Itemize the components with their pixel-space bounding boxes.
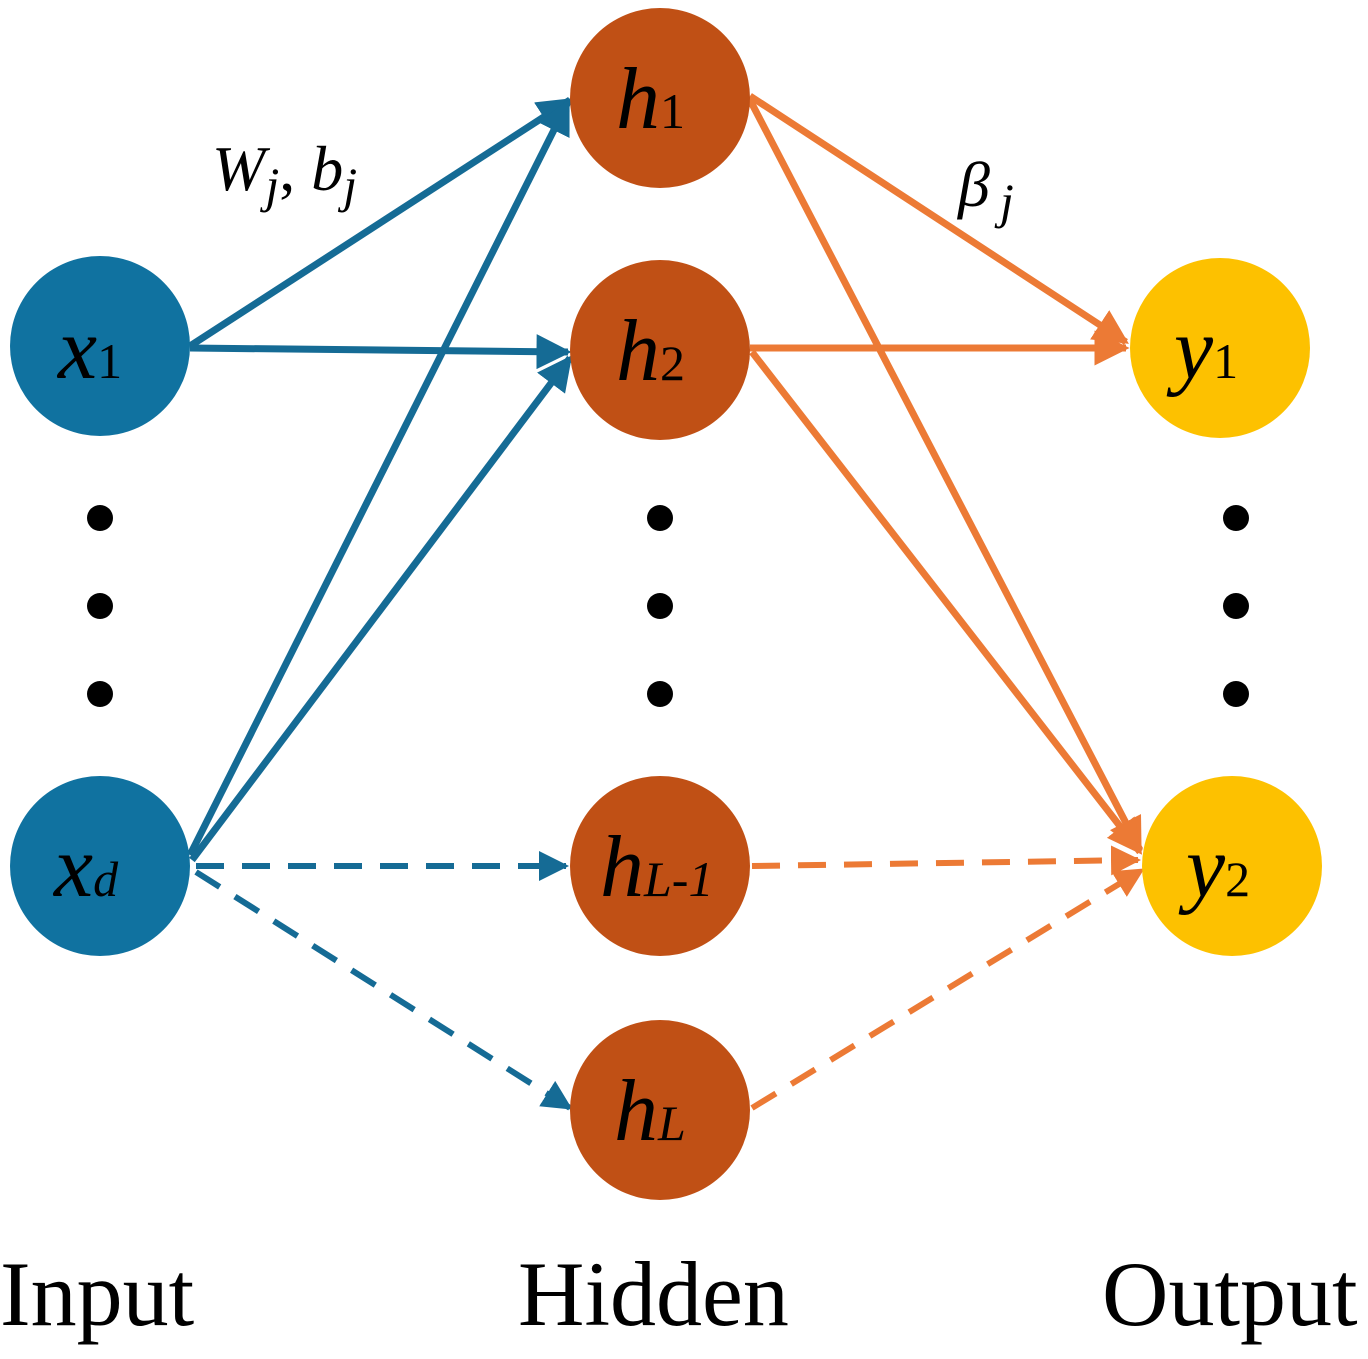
node-y1: y1 <box>1130 258 1310 438</box>
layer-label-hidden: Hidden <box>518 1243 789 1345</box>
node-xd-main: x <box>52 819 93 916</box>
layer-label-input: Input <box>0 1243 195 1345</box>
edge-x1-h1 <box>188 97 573 349</box>
edge-hL1-y2 <box>751 845 1141 876</box>
bias-b: b <box>311 133 343 204</box>
svg-text:y2: y2 <box>1178 819 1250 916</box>
edge-h2-y2 <box>749 349 1143 855</box>
input-hidden-edges <box>186 97 573 1111</box>
node-hL1-sub: L-1 <box>643 851 713 907</box>
edge-h1-y2 <box>746 98 1144 854</box>
hidden-output-edges <box>746 93 1145 1111</box>
node-hL: hL <box>570 1020 750 1200</box>
weight-beta: β <box>956 149 990 220</box>
svg-text:y1: y1 <box>1166 301 1238 398</box>
node-y2-sub: 2 <box>1225 851 1250 907</box>
edge-xd-h2 <box>189 355 573 863</box>
svg-text:hL-1: hL-1 <box>600 819 713 916</box>
node-x1-sub: 1 <box>97 333 122 389</box>
edge-h1-y1 <box>748 93 1129 345</box>
node-hL1-main: h <box>600 819 644 916</box>
weight-sep: , <box>279 133 311 204</box>
node-x1-main: x <box>56 301 97 398</box>
node-hL-main: h <box>614 1063 658 1160</box>
weight-w: W <box>212 133 271 204</box>
node-h1: h1 <box>570 8 750 188</box>
svg-text:hL: hL <box>614 1063 686 1160</box>
node-h2-sub: 2 <box>660 335 685 391</box>
svg-text:xd: xd <box>52 819 119 916</box>
node-h1-sub: 1 <box>660 83 685 139</box>
svg-text:βj: βj <box>956 149 1014 229</box>
hidden-ellipsis <box>647 505 673 707</box>
node-x1: x1 <box>10 256 190 436</box>
weight-beta-sub: j <box>994 173 1014 229</box>
node-h1-main: h <box>616 51 660 148</box>
svg-text:x1: x1 <box>56 301 122 398</box>
weight-label-input-hidden: Wj, bj <box>212 133 357 213</box>
node-y2: y2 <box>1142 776 1322 956</box>
node-hL-sub: L <box>657 1095 686 1151</box>
node-y1-sub: 1 <box>1213 333 1238 389</box>
edge-hL-y2 <box>750 867 1145 1111</box>
node-xd-sub: d <box>93 851 119 907</box>
node-y1-main: y <box>1166 301 1214 398</box>
node-h2: h2 <box>570 260 750 440</box>
layer-label-output: Output <box>1102 1243 1358 1345</box>
node-xd: xd <box>10 776 190 956</box>
node-y2-main: y <box>1178 819 1226 916</box>
svg-text:h2: h2 <box>616 303 685 400</box>
node-hL1: hL-1 <box>570 776 750 956</box>
output-ellipsis <box>1223 505 1249 707</box>
node-h2-main: h <box>616 303 660 400</box>
edge-xd-h1 <box>186 98 572 857</box>
input-ellipsis <box>87 505 113 707</box>
edge-xd-hL <box>194 869 573 1111</box>
svg-text:Wj, bj: Wj, bj <box>212 133 357 213</box>
svg-text:h1: h1 <box>616 51 685 148</box>
edge-x1-h2 <box>189 334 572 370</box>
